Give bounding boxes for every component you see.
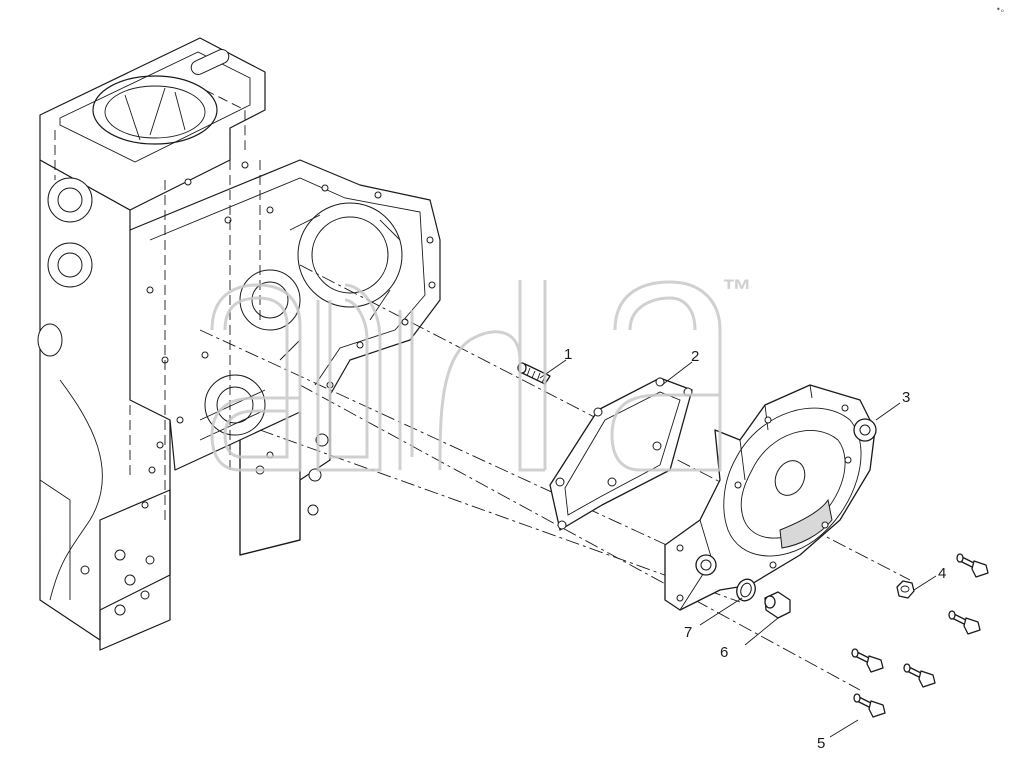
callout-7: 7	[684, 624, 692, 641]
part-4-nut	[896, 580, 915, 599]
part-2-gasket	[549, 377, 693, 531]
watermark-trademark: ™	[722, 274, 752, 307]
bolt-a	[956, 553, 989, 578]
corner-mark: •ₒ	[996, 5, 1004, 14]
callout-6: 6	[720, 644, 728, 661]
callout-1: 1	[564, 346, 572, 363]
part-5-bolts	[851, 553, 989, 718]
part-3-cover-housing	[664, 384, 877, 611]
callout-4: 4	[938, 565, 946, 582]
watermark-logo: ™	[210, 274, 752, 472]
callout-3: 3	[902, 389, 910, 406]
bolt-c	[851, 648, 884, 673]
bolt-b	[948, 610, 981, 635]
part-7-o-ring	[736, 578, 756, 602]
part-6-plug	[764, 591, 791, 619]
callout-5: 5	[817, 735, 825, 752]
callout-2: 2	[691, 348, 699, 365]
bolt-e	[853, 693, 886, 718]
bolt-d	[903, 663, 936, 688]
